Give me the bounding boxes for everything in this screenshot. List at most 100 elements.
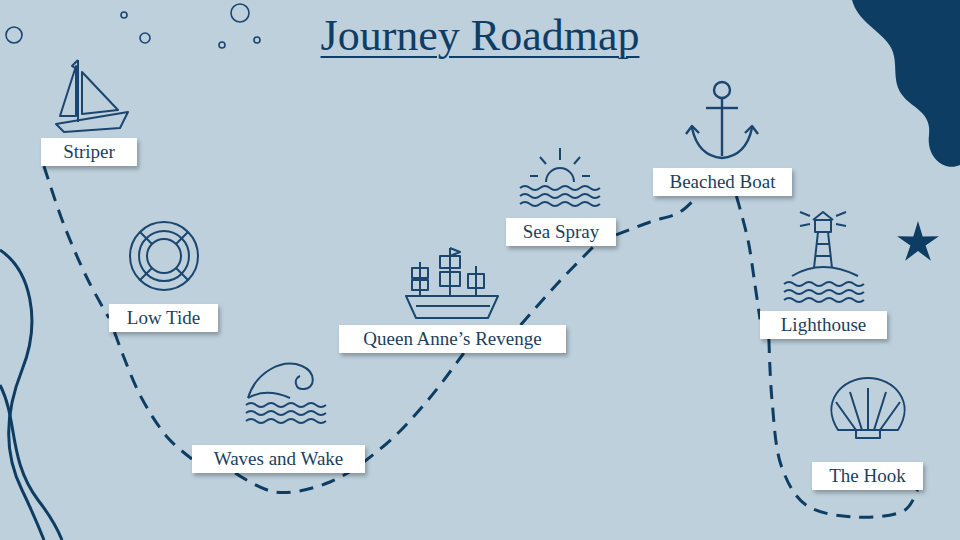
sunset-icon-part bbox=[559, 148, 561, 160]
life-ring-icon-part bbox=[140, 268, 152, 280]
bubbles-part bbox=[121, 12, 127, 18]
wave-icon-part bbox=[248, 393, 290, 398]
lighthouse-icon bbox=[784, 212, 864, 302]
ship-icon-part bbox=[416, 305, 490, 307]
milestone-label: Sea Spray bbox=[523, 221, 600, 244]
anchor-icon-part bbox=[714, 82, 730, 98]
life-ring-icon-part bbox=[139, 231, 189, 281]
milestone-label: Low Tide bbox=[127, 307, 200, 330]
ship-icon-part bbox=[412, 268, 428, 278]
sailboat-icon-part bbox=[72, 60, 78, 70]
sunset-icon-part bbox=[582, 175, 590, 177]
lighthouse-icon-part bbox=[784, 282, 864, 286]
milestone-box: Waves and Wake bbox=[192, 445, 365, 473]
sunset-icon-part bbox=[546, 168, 574, 182]
sailboat-icon-part bbox=[60, 66, 76, 116]
shell-icon-part bbox=[831, 378, 904, 430]
lighthouse-icon-part bbox=[784, 298, 864, 302]
milestone-label: Queen Anne’s Revenge bbox=[363, 328, 541, 351]
anchor-icon-part bbox=[686, 126, 699, 134]
shell-icon-part bbox=[836, 402, 856, 430]
shell-icon-part bbox=[856, 430, 880, 438]
sunset-icon-part bbox=[520, 194, 600, 198]
anchor-icon-part bbox=[692, 128, 752, 158]
bubbles-part bbox=[254, 37, 260, 43]
lighthouse-icon-part bbox=[813, 212, 833, 220]
wave-icon-part bbox=[246, 411, 326, 415]
anchor-icon bbox=[686, 82, 758, 158]
route-line bbox=[114, 332, 192, 459]
milestone-box: Lighthouse bbox=[760, 311, 887, 339]
lighthouse-icon-part bbox=[815, 255, 831, 257]
life-ring-icon-part bbox=[176, 232, 188, 244]
sunset-icon-part bbox=[574, 157, 580, 164]
ship-icon-part bbox=[468, 274, 484, 288]
route-line bbox=[769, 339, 918, 517]
rope-lines-part bbox=[0, 250, 44, 540]
milestone-label: Lighthouse bbox=[781, 314, 867, 337]
ink-blob bbox=[852, 0, 960, 167]
sunset-icon bbox=[520, 148, 600, 206]
wave-icon bbox=[246, 364, 326, 423]
milestone-box: Striper bbox=[41, 138, 137, 166]
sailboat-icon-part bbox=[82, 72, 118, 114]
life-ring-icon-part bbox=[140, 232, 152, 244]
life-ring-icon-part bbox=[130, 222, 198, 290]
lighthouse-icon-part bbox=[815, 220, 831, 232]
milestone-box: Queen Anne’s Revenge bbox=[339, 325, 566, 353]
life-ring-icon-part bbox=[176, 268, 188, 280]
milestone-label: Waves and Wake bbox=[214, 448, 344, 471]
ship-icon-part bbox=[412, 280, 428, 290]
bubbles-part bbox=[231, 4, 249, 22]
milestone-box: The Hook bbox=[812, 462, 923, 490]
lighthouse-icon-part bbox=[792, 267, 858, 276]
rope-lines bbox=[0, 250, 62, 540]
route-line bbox=[44, 166, 109, 318]
sunset-icon-part bbox=[520, 186, 600, 190]
route-line bbox=[521, 246, 594, 325]
milestone-label: Striper bbox=[63, 141, 115, 164]
ship-icon-part bbox=[450, 248, 460, 256]
sunset-icon-part bbox=[520, 202, 600, 206]
ink-blob-part bbox=[852, 0, 960, 167]
ship-icon-part bbox=[440, 272, 460, 286]
sunset-icon-part bbox=[540, 157, 546, 164]
starfish-part bbox=[897, 221, 939, 261]
bubbles bbox=[6, 4, 260, 48]
bubbles-part bbox=[6, 27, 22, 43]
wave-icon-part bbox=[246, 403, 326, 407]
starfish bbox=[897, 221, 939, 261]
life-ring-icon-part bbox=[147, 239, 181, 273]
milestone-label: The Hook bbox=[829, 465, 906, 488]
wave-icon-part bbox=[246, 419, 326, 423]
ship-icon-part bbox=[475, 266, 477, 296]
lighthouse-icon-part bbox=[800, 212, 810, 216]
slide-title: Journey Roadmap bbox=[230, 12, 730, 60]
route-line bbox=[616, 196, 697, 235]
milestone-label: Beached Boat bbox=[669, 171, 775, 194]
lighthouse-icon-part bbox=[800, 224, 810, 226]
shell-icon-part bbox=[880, 402, 900, 430]
shell-icon-part bbox=[867, 388, 869, 430]
rope-lines-part bbox=[0, 385, 62, 540]
sunset-icon-part bbox=[530, 175, 538, 177]
ship-icon-part bbox=[406, 296, 498, 318]
route-line bbox=[736, 196, 760, 319]
anchor-icon-part bbox=[721, 98, 723, 156]
milestone-box: Sea Spray bbox=[506, 218, 616, 246]
life-ring-icon bbox=[130, 222, 198, 290]
anchor-icon-part bbox=[745, 126, 758, 134]
bubbles-part bbox=[140, 33, 150, 43]
lighthouse-icon-part bbox=[816, 243, 830, 245]
milestone-box: Beached Boat bbox=[653, 168, 792, 196]
milestone-box: Low Tide bbox=[109, 304, 218, 332]
shell-icon bbox=[831, 378, 904, 438]
lighthouse-icon-part bbox=[814, 232, 832, 268]
lighthouse-icon-part bbox=[836, 212, 846, 216]
bubbles-part bbox=[219, 42, 225, 48]
sailboat-icon bbox=[56, 60, 128, 132]
wave-icon-part bbox=[248, 364, 313, 398]
